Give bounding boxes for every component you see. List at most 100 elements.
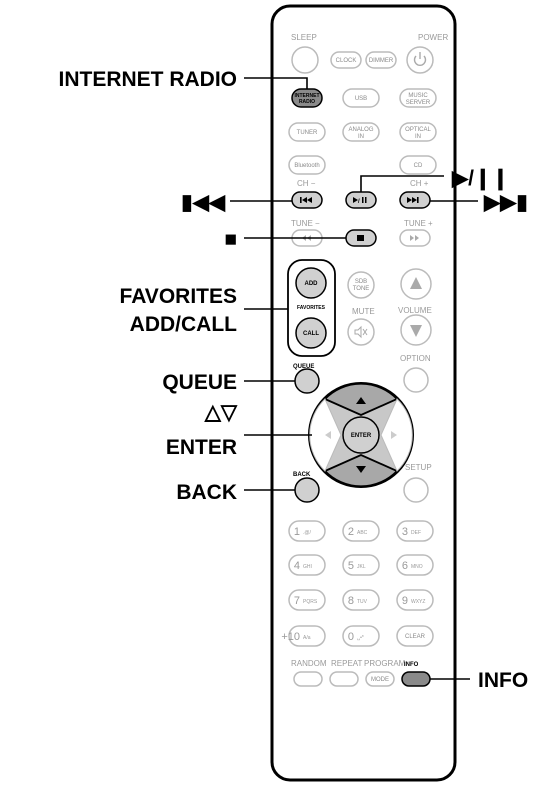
keypad-letters: JKL: [357, 564, 366, 570]
keypad-button[interactable]: [288, 589, 326, 611]
tune-minus-label: TUNE −: [291, 219, 320, 228]
sleep-label: SLEEP: [291, 33, 317, 42]
music-server-label-2: SERVER: [406, 100, 431, 106]
dimmer-label: DIMMER: [369, 58, 394, 64]
keypad-letters: DEF: [411, 530, 421, 536]
optical-in-label-1: OPTICAL: [405, 127, 431, 133]
skip-back-icon: [300, 197, 312, 203]
keypad-button[interactable]: [288, 520, 326, 542]
power-label: POWER: [418, 33, 448, 42]
keypad-letters: A/a: [303, 635, 311, 641]
repeat-button[interactable]: [329, 671, 359, 687]
info-button[interactable]: [401, 671, 431, 687]
sleep-button[interactable]: [291, 46, 319, 74]
play-pause-button[interactable]: [345, 191, 377, 209]
keypad-number: +10: [281, 631, 300, 643]
internet-radio-label-2: RADIO: [299, 99, 315, 105]
bluetooth-button[interactable]: [288, 155, 326, 175]
keypad-button[interactable]: [396, 554, 434, 576]
left-arrow-icon: [325, 431, 331, 439]
program-button[interactable]: [365, 671, 395, 687]
volume-up-icon: [410, 277, 422, 289]
play-pause-leader: [360, 175, 444, 192]
keypad-button[interactable]: [396, 520, 434, 542]
random-label: RANDOM: [291, 659, 327, 668]
mode-label: MODE: [371, 677, 389, 683]
dimmer-button[interactable]: [365, 51, 397, 69]
favorites-call-button[interactable]: [295, 317, 327, 349]
keypad-number: 2: [348, 526, 354, 538]
queue-button[interactable]: [294, 368, 320, 394]
option-label: OPTION: [400, 354, 431, 363]
ch-plus-label: CH +: [410, 179, 429, 188]
power-button[interactable]: [406, 46, 434, 74]
svg-text:/: /: [358, 199, 360, 205]
keypad-number: 0: [348, 631, 354, 643]
callout-info: INFO: [478, 669, 528, 692]
call-label: CALL: [303, 331, 319, 337]
mute-label: MUTE: [352, 307, 375, 316]
keypad-number: 8: [348, 595, 354, 607]
keypad-letters: PQRS: [303, 599, 318, 605]
keypad-button[interactable]: [342, 589, 380, 611]
stop-icon: [357, 235, 364, 241]
callout-cursor: △▽: [204, 401, 238, 424]
volume-label: VOLUME: [398, 306, 432, 315]
usb-button[interactable]: [342, 88, 380, 108]
random-button[interactable]: [293, 671, 323, 687]
sdb-tone-button[interactable]: [347, 271, 375, 299]
tuner-button[interactable]: [288, 122, 326, 142]
keypad-letters: ABC: [357, 530, 368, 536]
right-arrow-icon: [391, 431, 397, 439]
callout-back: BACK: [176, 481, 237, 504]
cd-label: CD: [414, 163, 423, 169]
keypad-number: 9: [402, 595, 408, 607]
music-server-button[interactable]: [399, 88, 437, 108]
keypad-button[interactable]: [288, 554, 326, 576]
keypad-number: 4: [294, 560, 300, 572]
keypad-button[interactable]: [396, 589, 434, 611]
enter-button[interactable]: [342, 416, 380, 454]
back-button[interactable]: [294, 477, 320, 503]
keypad-button[interactable]: [396, 625, 434, 647]
keypad-number: 7: [294, 595, 300, 607]
keypad-letters: TUV: [357, 599, 368, 605]
repeat-label: REPEAT: [331, 659, 363, 668]
favorites-label: FAVORITES: [297, 305, 326, 311]
callout-stop: ■: [224, 228, 237, 251]
keypad-letters: WXYZ: [411, 599, 425, 605]
analog-in-button[interactable]: [342, 122, 380, 142]
play-pause-icon: /: [353, 197, 367, 205]
setup-button[interactable]: [403, 477, 429, 503]
keypad-button[interactable]: [342, 625, 380, 647]
callout-queue: QUEUE: [162, 371, 237, 394]
callout-favorites-line1: FAVORITES: [120, 285, 237, 308]
analog-in-label-1: ANALOG: [348, 127, 373, 133]
mute-icon: [354, 325, 368, 339]
cd-button[interactable]: [399, 155, 437, 175]
favorites-add-button[interactable]: [295, 267, 327, 299]
callout-next: ▶▶▮: [483, 191, 528, 214]
ch-minus-label: CH −: [297, 179, 316, 188]
callout-prev: ▮◀◀: [181, 191, 226, 214]
internet-radio-label-1: INTERNET: [295, 93, 320, 99]
callout-internet-radio: INTERNET RADIO: [59, 68, 238, 91]
bluetooth-label: Bluetooth: [294, 163, 319, 169]
optical-in-button[interactable]: [399, 122, 437, 142]
keypad-letters: MNO: [411, 564, 423, 570]
add-label: ADD: [305, 281, 319, 287]
optical-in-label-2: IN: [415, 134, 421, 140]
down-arrow-icon: [356, 466, 366, 473]
callout-enter: ENTER: [166, 436, 237, 459]
keypad-number: 3: [402, 526, 408, 538]
clock-button[interactable]: [330, 51, 362, 69]
up-arrow-icon: [356, 397, 366, 404]
keypad-button[interactable]: [342, 520, 380, 542]
volume-down-icon: [410, 325, 422, 337]
callout-play-pause: ▶/❙❙: [451, 167, 509, 191]
keypad-button[interactable]: [288, 625, 326, 647]
keypad-button[interactable]: [342, 554, 380, 576]
option-button[interactable]: [403, 367, 429, 393]
sdb-tone-label-2: TONE: [353, 286, 370, 292]
